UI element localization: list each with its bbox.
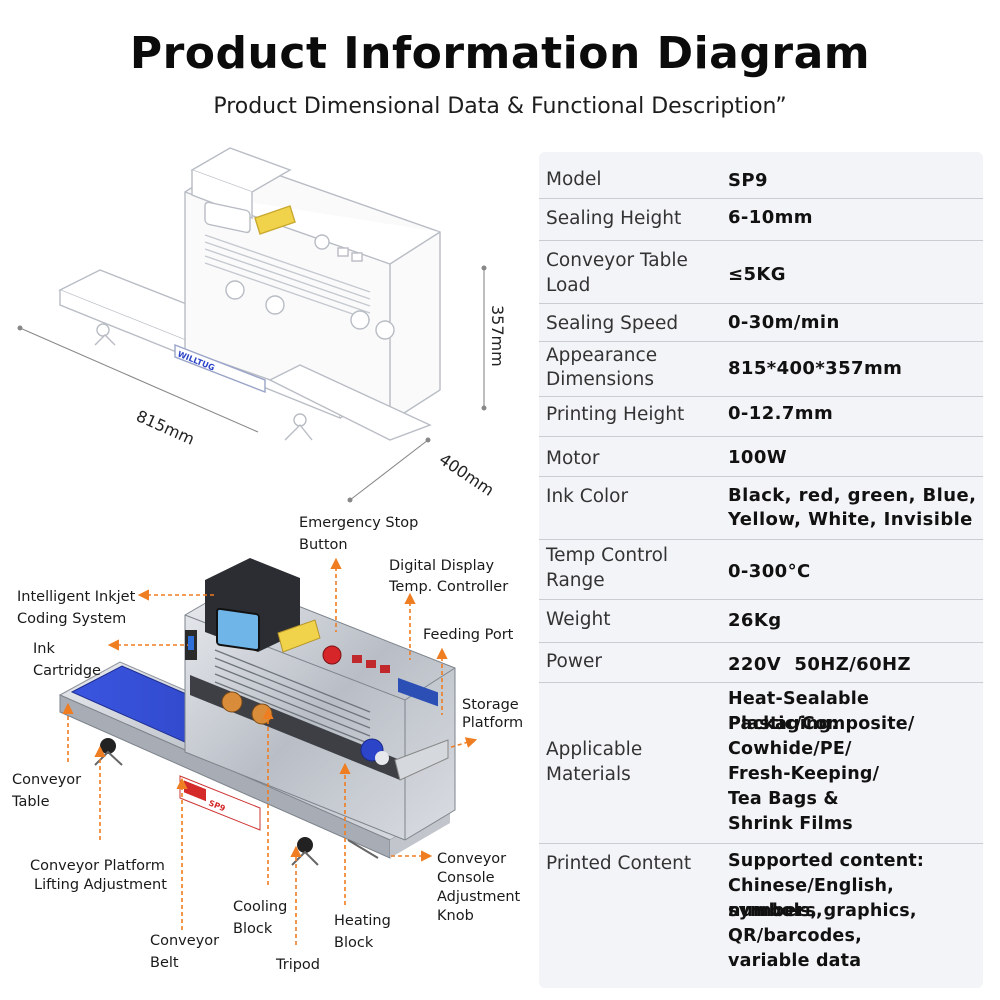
dimension-width: 400mm — [436, 450, 498, 500]
svg-text:Conveyor: Conveyor — [150, 933, 219, 949]
dimension-height: 357mm — [488, 305, 507, 367]
svg-text:Belt: Belt — [150, 955, 179, 971]
callout-conveyor-table: Conveyor Table — [11, 772, 81, 810]
callout-inkjet: Intelligent Inkjet Coding System — [17, 589, 136, 627]
callout-conveyor-belt: Conveyor Belt — [150, 933, 219, 971]
svg-text:Platform: Platform — [462, 715, 523, 731]
spec-row-power: Power 220V 50HZ/60HZ — [539, 642, 983, 683]
svg-text:Coding System: Coding System — [17, 611, 126, 627]
svg-text:Temp. Controller: Temp. Controller — [388, 579, 508, 595]
spec-row-dimensions: Appearance Dimensions 815*400*357mm — [539, 341, 983, 397]
spec-row-model: Model SP9 — [539, 152, 983, 199]
callout-emergency-stop: Emergency Stop Button — [299, 515, 418, 553]
svg-text:Conveyor: Conveyor — [437, 851, 506, 867]
machine-photo: SP9 — [58, 558, 456, 866]
svg-text:Cooling: Cooling — [233, 899, 287, 915]
product-diagram: WILLTUG 815mm 357mm 400mm — [11, 147, 523, 973]
svg-text:Adjustment: Adjustment — [437, 889, 521, 905]
spec-row-sealing-speed: Sealing Speed 0-30m/min — [539, 303, 983, 342]
spec-row-printed-content: Printed Content Supported content: Chine… — [546, 851, 925, 971]
svg-text:Conveyor Platform: Conveyor Platform — [30, 858, 165, 874]
svg-text:Block: Block — [334, 935, 374, 951]
spec-row-sealing-height: Sealing Height 6-10mm — [539, 198, 983, 241]
spec-row-printing-height: Printing Height 0-12.7mm — [539, 396, 983, 437]
svg-text:Table: Table — [11, 794, 50, 810]
spec-row-conveyor-load: Conveyor Table Load ≤5KG — [539, 240, 983, 304]
dimension-length: 815mm — [133, 406, 197, 448]
callout-tripod: Tripod — [275, 957, 320, 973]
svg-text:Digital Display: Digital Display — [389, 558, 495, 574]
dimension-lines — [19, 268, 485, 501]
svg-text:Lifting Adjustment: Lifting Adjustment — [34, 877, 167, 893]
svg-text:Button: Button — [299, 537, 348, 553]
callout-arrows — [62, 557, 478, 945]
svg-text:Tripod: Tripod — [275, 957, 320, 973]
callout-ink-cartridge: Ink Cartridge — [33, 641, 101, 679]
callout-heating-block: Heating Block — [334, 913, 391, 951]
spec-row-ink-color: Ink Color Black, red, green, Blue, Yello… — [539, 476, 983, 540]
spec-table: Model SP9 Sealing Height 6-10mm Conveyor… — [539, 152, 983, 988]
page-title: Product Information Diagram — [129, 28, 871, 79]
page-subtitle: Product Dimensional Data & Functional De… — [213, 94, 787, 119]
spec-row-motor: Motor 100W — [539, 436, 983, 477]
callout-cooling-block: Cooling Block — [233, 899, 287, 937]
spec-row-temp-range: Temp Control Range 0-300°C — [539, 539, 983, 600]
spec-row-weight: Weight 26Kg — [539, 599, 983, 643]
svg-text:Block: Block — [233, 921, 273, 937]
callout-lifting-adjustment: Conveyor Platform Lifting Adjustment — [30, 858, 167, 893]
line-drawing — [58, 147, 441, 441]
spec-row-materials: Applicable Materials Heat-Sealable Packa… — [539, 682, 983, 844]
svg-text:Emergency Stop: Emergency Stop — [299, 515, 418, 531]
callout-console-knob: Conveyor Console Adjustment Knob — [437, 851, 521, 924]
svg-text:Knob: Knob — [437, 908, 474, 924]
svg-text:Feeding Port: Feeding Port — [423, 627, 514, 643]
svg-text:Cartridge: Cartridge — [33, 663, 101, 679]
callout-storage-platform: Storage Platform — [462, 697, 523, 731]
svg-text:Intelligent Inkjet: Intelligent Inkjet — [17, 589, 136, 605]
svg-text:Heating: Heating — [334, 913, 391, 929]
svg-text:Storage: Storage — [462, 697, 519, 713]
svg-text:Ink: Ink — [33, 641, 55, 657]
svg-text:Console: Console — [437, 870, 495, 886]
callout-feeding-port: Feeding Port — [423, 627, 514, 643]
callout-digital-display: Digital Display Temp. Controller — [388, 558, 508, 595]
svg-text:Conveyor: Conveyor — [12, 772, 81, 788]
